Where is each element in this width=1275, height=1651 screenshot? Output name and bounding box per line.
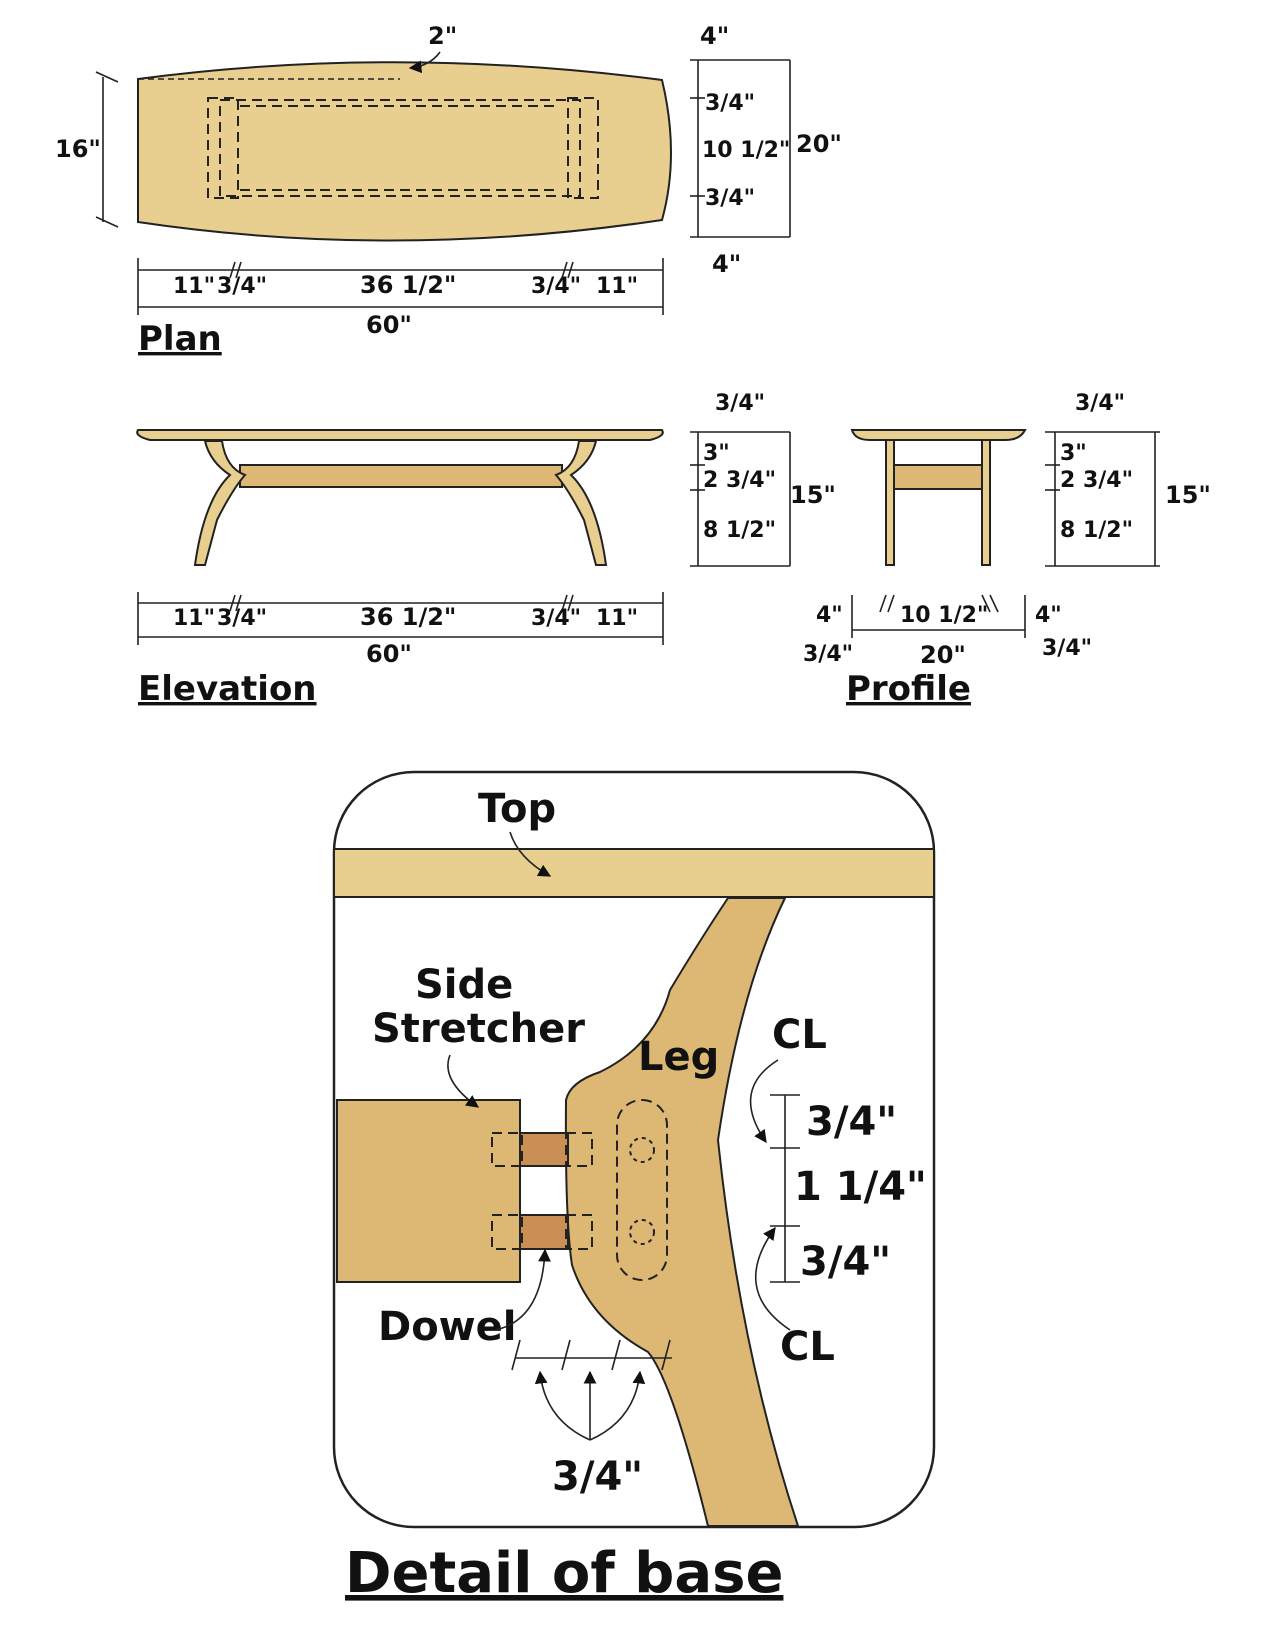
- prof-total-label: 15": [1165, 481, 1211, 509]
- elevation-stretcher: [239, 464, 563, 488]
- profile-leg-right: [981, 439, 991, 566]
- prof-right-leg-label: 3/4": [1042, 636, 1092, 661]
- prof-right-end-label: 4": [1035, 603, 1062, 628]
- elevation-leg-right: [554, 440, 608, 566]
- plan-tabletop: [137, 61, 672, 242]
- detail-title: Detail of base: [345, 1541, 783, 1606]
- prof-middle-label: 10 1/2": [900, 603, 988, 628]
- detail-dowel-lower: [519, 1214, 569, 1250]
- elev-h-lower-label: 8 1/2": [703, 518, 776, 543]
- detail-dowel-hole-upper: [629, 1137, 655, 1163]
- prof-h-upper-label: 3": [1060, 441, 1087, 466]
- elev-h-stretcher-label: 2 3/4": [703, 468, 776, 493]
- detail-dowel-label: Dowel: [378, 1304, 516, 1350]
- detail-leg-label: Leg: [638, 1034, 719, 1080]
- detail-side-label: Side: [415, 962, 513, 1008]
- profile-tabletop: [850, 429, 1027, 441]
- plan-overall-label: 60": [366, 311, 412, 339]
- plan-side-total-label: 20": [796, 130, 842, 158]
- elev-tenon-left-label: 3/4": [217, 606, 267, 631]
- detail-leg: [564, 897, 800, 1527]
- detail-top-board: [333, 848, 935, 898]
- profile-stretcher: [893, 464, 983, 490]
- plan-side-bottom-label: 4": [712, 250, 741, 278]
- detail-dim-upper-label: 3/4": [806, 1099, 897, 1145]
- elev-end-left-label: 11": [173, 606, 215, 631]
- prof-left-end-label: 4": [816, 603, 843, 628]
- elev-tenon-right-label: 3/4": [531, 606, 581, 631]
- detail-dowel-upper: [519, 1132, 569, 1167]
- profile-view: 3/4" 3" 2 3/4" 8 1/2" 15" 4" 3/4" 10 1/2…: [803, 391, 1211, 709]
- detail-stretcher-label: Stretcher: [372, 1006, 585, 1052]
- detail-leg-mortise: [616, 1099, 668, 1281]
- elev-center-label: 36 1/2": [360, 603, 456, 631]
- detail-view: Top Side Stretcher Leg Dowel CL CL 3/4" …: [332, 770, 936, 1606]
- elevation-tabletop: [136, 429, 664, 441]
- prof-h-lower-label: 8 1/2": [1060, 518, 1133, 543]
- plan-view: 16" 2" 11" 3/4" 36 1/2" 3/4" 11" 60" Pla…: [55, 22, 842, 359]
- detail-dowel-hole-lower: [629, 1219, 655, 1245]
- detail-dim-bottom-label: 3/4": [552, 1454, 643, 1500]
- plan-width-label: 16": [55, 135, 101, 163]
- plan-tenon-right-label: 3/4": [531, 274, 581, 299]
- elev-h-upper-label: 3": [703, 441, 730, 466]
- elevation-leg-left: [193, 440, 247, 566]
- detail-dim-lower-label: 3/4": [800, 1239, 891, 1285]
- plan-tenon-left-label: 3/4": [217, 274, 267, 299]
- prof-top-thick-label: 3/4": [1075, 391, 1125, 416]
- detail-top-label: Top: [478, 786, 556, 832]
- elevation-title: Elevation: [138, 669, 317, 709]
- profile-title: Profile: [846, 669, 971, 709]
- plan-side-b-label: 3/4": [705, 186, 755, 211]
- prof-left-leg-label: 3/4": [803, 642, 853, 667]
- detail-side-stretcher: [336, 1099, 521, 1283]
- plan-title: Plan: [138, 319, 222, 359]
- plan-side-a-label: 3/4": [705, 91, 755, 116]
- detail-centerline-bottom: CL: [780, 1324, 835, 1370]
- plan-center-label: 36 1/2": [360, 271, 456, 299]
- prof-overall-label: 20": [920, 641, 966, 669]
- elev-total-label: 15": [790, 481, 836, 509]
- plan-side-mid-label: 10 1/2": [702, 138, 790, 163]
- detail-dim-middle-label: 1 1/4": [794, 1164, 927, 1210]
- detail-centerline-top: CL: [772, 1012, 827, 1058]
- detail-dowel-holes: [491, 1132, 593, 1250]
- plan-base-hidden-lines: [207, 97, 599, 199]
- plan-end-left-label: 11": [173, 274, 215, 299]
- plan-side-top-label: 4": [700, 22, 729, 50]
- plan-end-right-label: 11": [596, 274, 638, 299]
- elev-top-thick-label: 3/4": [715, 391, 765, 416]
- plan-offset-label: 2": [428, 22, 457, 50]
- profile-leg-left: [885, 439, 895, 566]
- elevation-view: 3/4" 3" 2 3/4" 8 1/2" 15" 11" 3/4" 36 1/…: [136, 391, 836, 709]
- prof-h-stretcher-label: 2 3/4": [1060, 468, 1133, 493]
- elev-overall-label: 60": [366, 640, 412, 668]
- elev-end-right-label: 11": [596, 606, 638, 631]
